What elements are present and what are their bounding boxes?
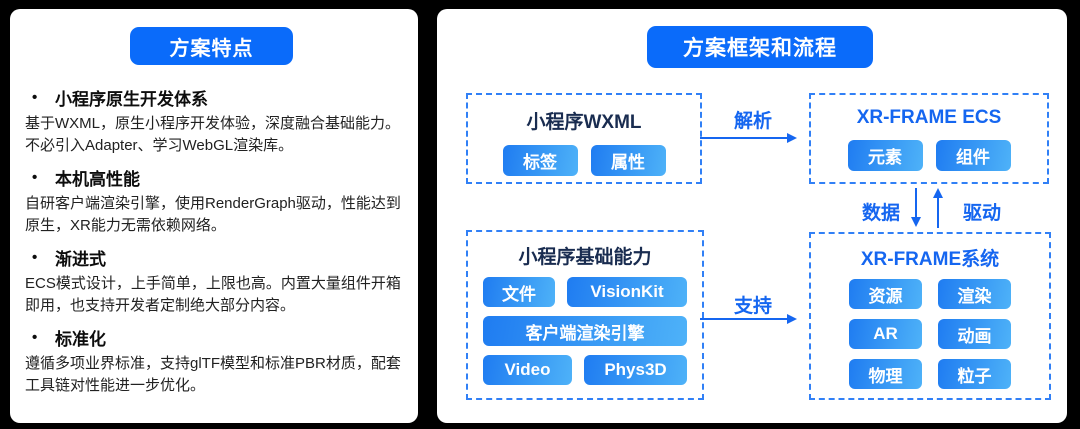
ecs-chip-row: 元素 组件: [811, 140, 1047, 171]
chip-ar: AR: [849, 319, 922, 349]
parse-label: 解析: [733, 111, 772, 132]
feature-heading-row: • 小程序原生开发体系: [25, 85, 403, 110]
chip-particle: 粒子: [938, 359, 1011, 389]
wxml-chip-row: 标签 属性: [468, 145, 700, 176]
chip-video: Video: [483, 355, 572, 385]
chip-attribute: 属性: [590, 145, 666, 176]
support-arrow-icon: [700, 314, 797, 324]
bullet-icon: •: [32, 169, 38, 186]
chip-animation: 动画: [938, 319, 1011, 349]
framework-panel-title-badge: 方案框架和流程: [647, 26, 873, 68]
chip-phys3d: Phys3D: [584, 355, 687, 385]
chip-file: 文件: [483, 277, 555, 307]
feature-heading-row: • 标准化: [25, 325, 403, 350]
capabilities-row-3: Video Phys3D: [483, 355, 687, 385]
wxml-box: 小程序WXML 标签 属性: [466, 93, 702, 184]
bullet-icon: •: [32, 329, 38, 346]
chip-element: 元素: [847, 140, 923, 171]
bullet-icon: •: [32, 89, 38, 106]
capabilities-box-title: 小程序基础能力: [518, 247, 652, 268]
framework-panel: 方案框架和流程 小程序WXML 标签 属性 XR-FRAME ECS 元素 组件…: [437, 9, 1067, 423]
feature-heading-row: • 渐进式: [25, 245, 403, 270]
bullet-icon: •: [32, 249, 38, 266]
feature-item-performance: • 本机高性能 自研客户端渲染引擎，使用RenderGraph驱动，性能达到原生…: [25, 165, 403, 237]
chip-component: 组件: [935, 140, 1011, 171]
drive-up-arrow-icon: [933, 188, 943, 228]
feature-body: ECS模式设计，上手简单，上限也高。内置大量组件开箱即用，也支持开发者定制绝大部…: [25, 275, 401, 314]
framework-panel-title: 方案框架和流程: [683, 37, 837, 60]
capabilities-box: 小程序基础能力 文件 VisionKit 客户端渲染引擎 Video Phys3…: [466, 230, 704, 400]
ecs-box-title: XR-FRAME ECS: [856, 107, 1002, 128]
chip-visionkit: VisionKit: [567, 277, 687, 307]
chip-tag: 标签: [502, 145, 578, 176]
system-chip-grid: 资源 渲染 AR 动画 物理 粒子: [849, 279, 1011, 389]
chip-physics: 物理: [849, 359, 922, 389]
chip-resource: 资源: [849, 279, 922, 309]
feature-item-native-dev: • 小程序原生开发体系 基于WXML，原生小程序开发体验，深度融合基础能力。不必…: [25, 85, 403, 157]
feature-body: 基于WXML，原生小程序开发体验，深度融合基础能力。不必引入Adapter、学习…: [25, 115, 401, 154]
feature-item-progressive: • 渐进式 ECS模式设计，上手简单，上限也高。内置大量组件开箱即用，也支持开发…: [25, 245, 403, 317]
feature-item-standardized: • 标准化 遵循多项业界标准，支持glTF模型和标准PBR材质，配套工具链对性能…: [25, 325, 403, 397]
ecs-box: XR-FRAME ECS 元素 组件: [809, 93, 1049, 184]
feature-body: 自研客户端渲染引擎，使用RenderGraph驱动，性能达到原生，XR能力无需依…: [25, 195, 401, 234]
wxml-box-title: 小程序WXML: [526, 112, 642, 133]
feature-heading-row: • 本机高性能: [25, 165, 403, 190]
data-down-arrow-icon: [911, 188, 921, 227]
capabilities-row-1: 文件 VisionKit: [483, 277, 687, 307]
feature-heading: 本机高性能: [55, 170, 140, 189]
capabilities-row-2: 客户端渲染引擎: [483, 316, 687, 346]
capabilities-chip-rows: 文件 VisionKit 客户端渲染引擎 Video Phys3D: [483, 277, 687, 385]
chip-render: 渲染: [938, 279, 1011, 309]
feature-heading: 渐进式: [55, 250, 106, 269]
feature-list: • 小程序原生开发体系 基于WXML，原生小程序开发体验，深度融合基础能力。不必…: [25, 85, 403, 405]
feature-heading: 小程序原生开发体系: [55, 90, 208, 109]
drive-label: 驱动: [963, 203, 1002, 224]
features-panel-title: 方案特点: [169, 37, 254, 60]
system-box-title: XR-FRAME系统: [860, 249, 1000, 270]
feature-body: 遵循多项业界标准，支持glTF模型和标准PBR材质，配套工具链对性能进一步优化。: [25, 355, 401, 394]
features-panel: 方案特点 • 小程序原生开发体系 基于WXML，原生小程序开发体验，深度融合基础…: [10, 9, 418, 423]
support-label: 支持: [733, 296, 772, 317]
parse-arrow-icon: [700, 133, 797, 143]
chip-render-engine: 客户端渲染引擎: [483, 316, 687, 346]
system-box: XR-FRAME系统 资源 渲染 AR 动画 物理 粒子: [809, 232, 1051, 400]
data-label: 数据: [862, 203, 901, 224]
feature-heading: 标准化: [55, 330, 106, 349]
features-panel-title-badge: 方案特点: [130, 27, 293, 65]
